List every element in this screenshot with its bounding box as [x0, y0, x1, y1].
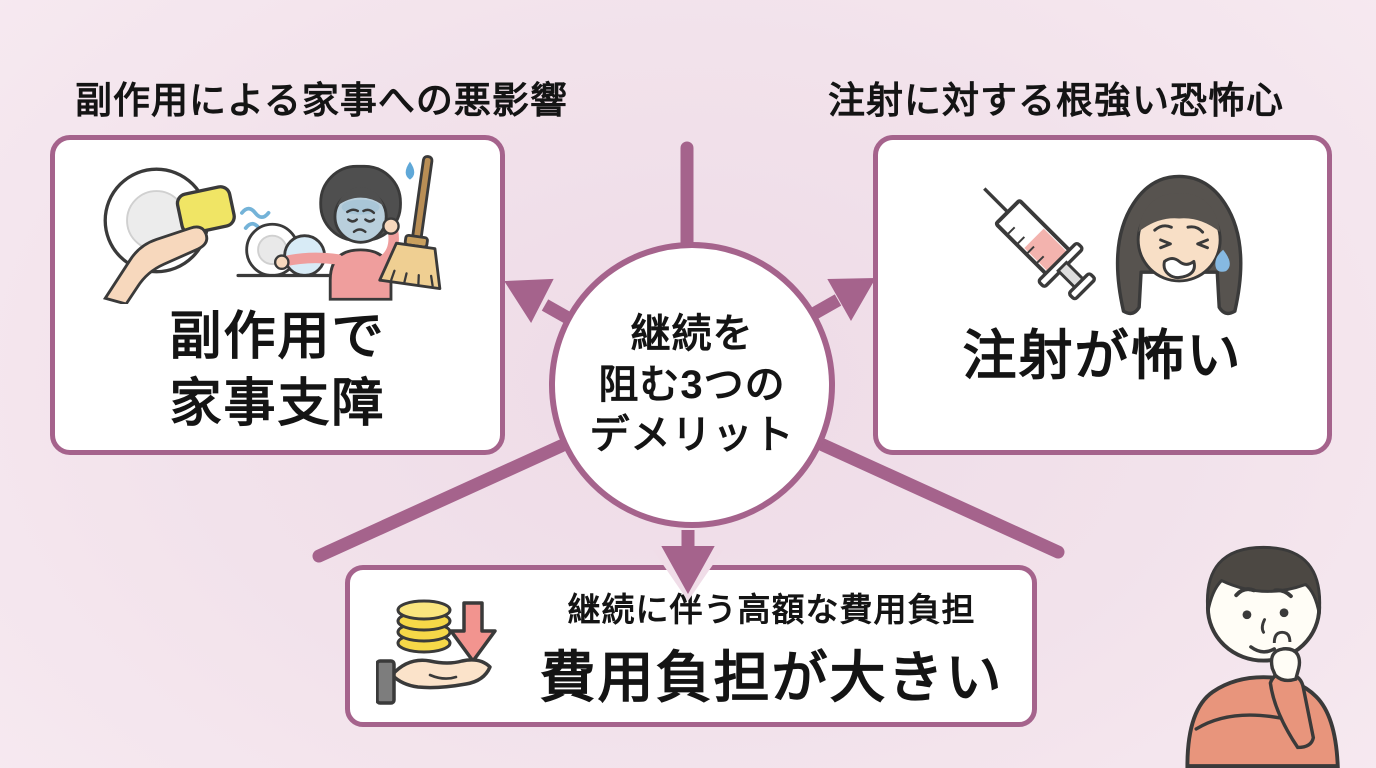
arrow-left-head: [504, 278, 554, 324]
card-cost-burden: 継続に伴う高額な費用負担 費用負担が大きい: [345, 565, 1037, 727]
card-side-effects: 副作用で 家事支障: [50, 135, 505, 455]
broom-icon: [377, 155, 441, 291]
coins-into-hand-icon: [376, 599, 497, 705]
wiping-hand-icon: [102, 225, 208, 304]
tired-woman-icon: [273, 161, 428, 301]
title-side-effects-line2: 家事支障: [169, 374, 386, 433]
sink-counter-icon: [235, 222, 348, 278]
card-injection-fear: 注射が怖い: [873, 135, 1332, 455]
diagonal-left-line: [312, 439, 568, 563]
left-brow: [1234, 587, 1256, 598]
left-eye: [1242, 610, 1252, 620]
down-arrow-icon: [449, 601, 497, 663]
title-injection-fear: 注射が怖い: [962, 326, 1243, 386]
subheader-cost: 継続に伴う高額な費用負担: [567, 590, 976, 628]
dishwashing-scene-illustration: [102, 155, 441, 304]
crossed-arm-line: [1194, 713, 1288, 731]
tear-icon: [1214, 249, 1230, 272]
mouth: [1249, 645, 1276, 654]
center-line1: 継続を: [630, 312, 754, 357]
title-side-effects: 副作用で 家事支障: [169, 304, 385, 437]
center-line2: 阻む3つの: [598, 362, 786, 407]
index-finger: [1272, 630, 1292, 644]
thinking-person-illustration: [1185, 545, 1340, 768]
crying-woman-icon: [1115, 174, 1242, 316]
syringe-icon: [982, 187, 1096, 301]
header-side-effects: 副作用による家事への悪影響: [75, 80, 568, 121]
coin-stack-icon: [396, 599, 452, 654]
sponge-icon: [175, 185, 236, 235]
open-hand-icon: [376, 658, 492, 705]
arrow-right-head: [827, 277, 876, 322]
title-side-effects-line1: 副作用で: [169, 308, 386, 366]
diagonal-right-line: [816, 438, 1065, 559]
injection-fear-illustration: [982, 174, 1242, 316]
hair: [1205, 545, 1322, 616]
cost-text-block: 継続に伴う高額な費用負担 費用負担が大きい: [511, 583, 1032, 714]
nose: [1260, 618, 1266, 634]
center-line3: デメリット: [589, 413, 795, 458]
right-brow: [1273, 588, 1293, 599]
title-cost: 費用負担が大きい: [539, 645, 1004, 709]
center-circle: 継続を 阻む3つの デメリット: [549, 242, 835, 528]
right-eye: [1279, 608, 1289, 618]
chin-hand: [1269, 647, 1302, 683]
header-injection-fear: 注射に対する根強い恐怖心: [828, 80, 1284, 121]
